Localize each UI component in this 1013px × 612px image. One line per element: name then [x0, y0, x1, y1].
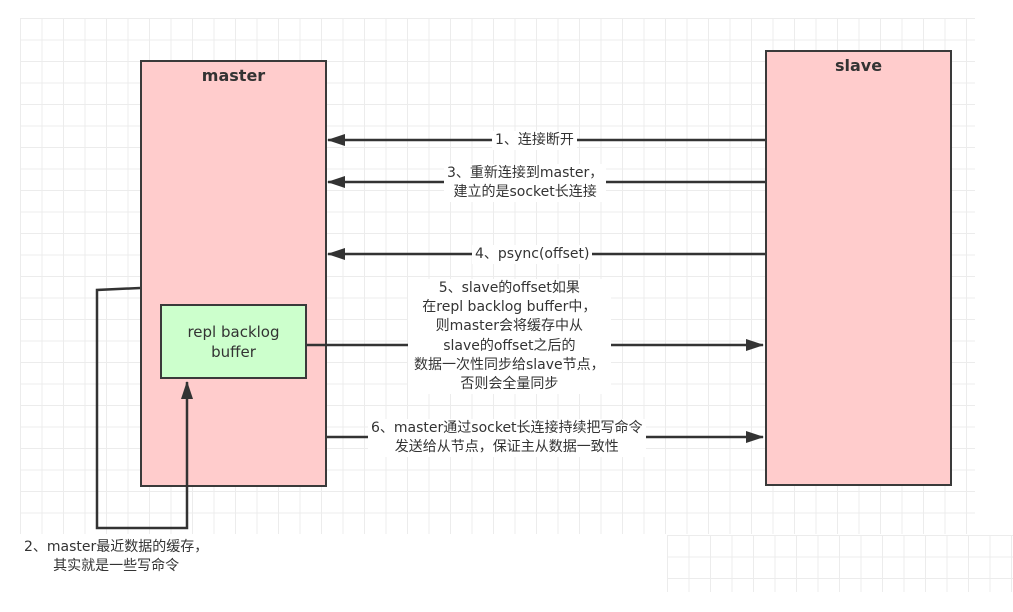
- edge-step2[interactable]: [95, 286, 193, 530]
- repl-backlog-buffer-node[interactable]: repl backlog buffer: [160, 304, 307, 379]
- slave-node[interactable]: slave: [765, 50, 952, 486]
- master-node[interactable]: master: [140, 60, 327, 487]
- edge-label-step6: 6、master通过socket长连接持续把写命令 发送给从节点，保证主从数据一…: [368, 419, 646, 457]
- edge-label-step4: 4、psync(offset): [472, 245, 593, 264]
- repl-backlog-buffer-label: repl backlog buffer: [187, 322, 280, 361]
- edge-label-step2: 2、master最近数据的缓存， 其实就是一些写命令: [24, 539, 209, 574]
- slave-title: slave: [834, 56, 883, 75]
- edge-label-step1: 1、连接断开: [492, 131, 577, 150]
- edge-label-step3: 3、重新连接到master， 建立的是socket长连接: [444, 164, 607, 202]
- master-title: master: [201, 66, 266, 85]
- grid-background-lower: [667, 535, 1013, 592]
- edge-label-step5: 5、slave的offset如果 在repl backlog buffer中， …: [408, 279, 611, 395]
